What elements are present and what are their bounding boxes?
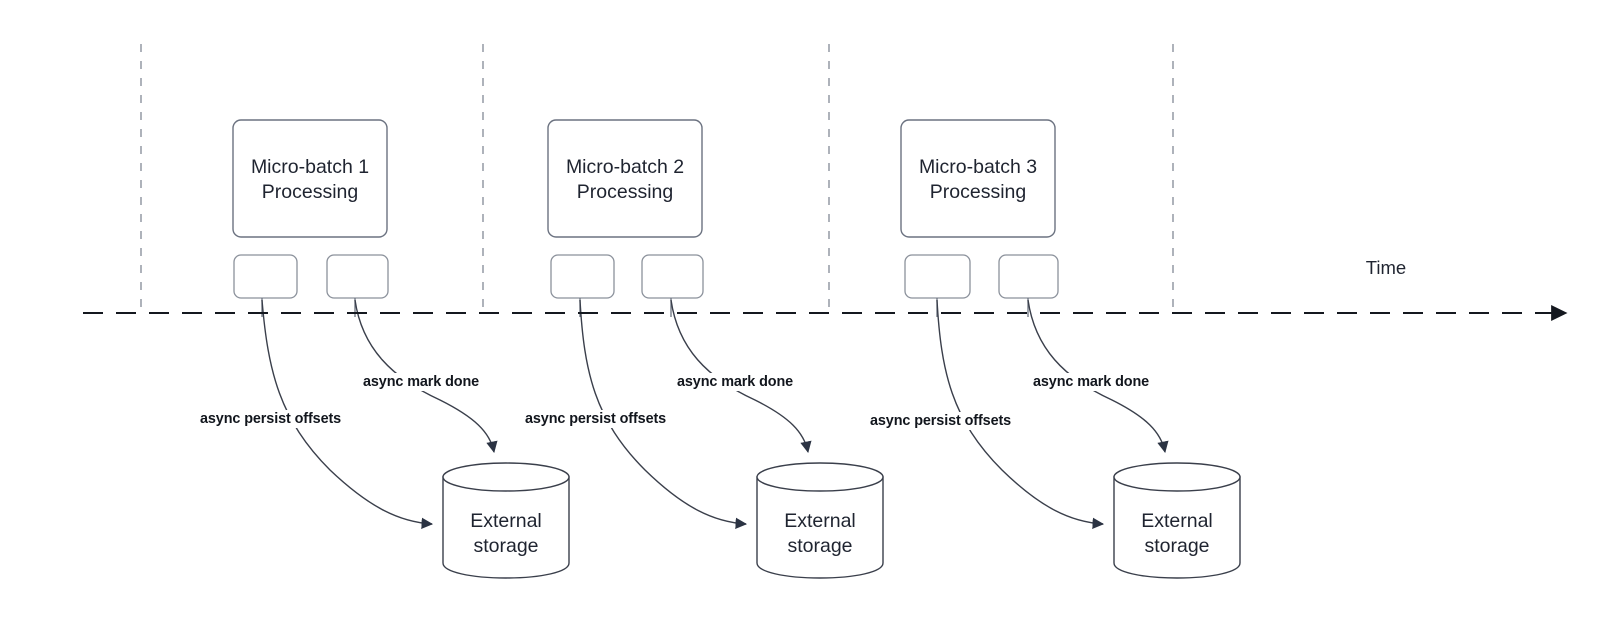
task-box-3b[interactable] [998,254,1059,299]
edge-label-persist-offsets-3: async persist offsets [868,412,1014,431]
task-box-1a[interactable] [233,254,298,299]
microbatch-box-2[interactable] [547,119,703,238]
edge-label-persist-offsets-1: async persist offsets [198,410,344,429]
batch-group-1: Micro-batch 1 Processing External storag… [232,119,570,579]
edge-mark-done-1 [354,299,498,454]
microbatch-title-3-line2: Processing [930,181,1026,203]
task-box-2a[interactable] [550,254,615,299]
edge-persist-offsets-2 [579,299,748,529]
batch-group-3: Micro-batch 3 Processing External storag… [900,119,1241,579]
edge-mark-done-3 [1027,299,1169,454]
external-storage-3-line2: storage [1144,535,1209,557]
microbatch-title-1-line1: Micro-batch 1 [251,156,369,178]
external-storage-1-line1: External [470,510,542,532]
edge-label-mark-done-3: async mark done [1031,373,1152,392]
edge-label-mark-done-1: async mark done [361,373,482,392]
microbatch-box-3[interactable] [900,119,1056,238]
batch-group-2: Micro-batch 2 Processing External storag… [547,119,884,579]
edge-label-mark-done-2: async mark done [675,373,796,392]
external-storage-1[interactable]: External storage [442,462,570,579]
edge-persist-offsets-1 [261,299,434,529]
external-storage-1-line2: storage [473,535,538,557]
microbatch-title-2-line1: Micro-batch 2 [566,156,684,178]
edge-mark-done-2 [670,299,812,454]
microbatch-title-2-line2: Processing [577,181,673,203]
timeline-tick-group [140,44,1174,314]
external-storage-2[interactable]: External storage [756,462,884,579]
edge-label-persist-offsets-2: async persist offsets [523,410,669,429]
external-storage-3[interactable]: External storage [1113,462,1241,579]
microbatch-title-1-line2: Processing [262,181,358,203]
timeline-label: Time [1366,257,1406,278]
task-box-2b[interactable] [641,254,704,299]
task-box-1b[interactable] [326,254,389,299]
microbatch-box-1[interactable] [232,119,388,238]
edge-persist-offsets-3 [936,299,1105,529]
external-storage-2-line1: External [784,510,856,532]
microbatch-title-3-line1: Micro-batch 3 [919,156,1037,178]
external-storage-2-line2: storage [787,535,852,557]
task-box-3a[interactable] [904,254,971,299]
external-storage-3-line1: External [1141,510,1213,532]
